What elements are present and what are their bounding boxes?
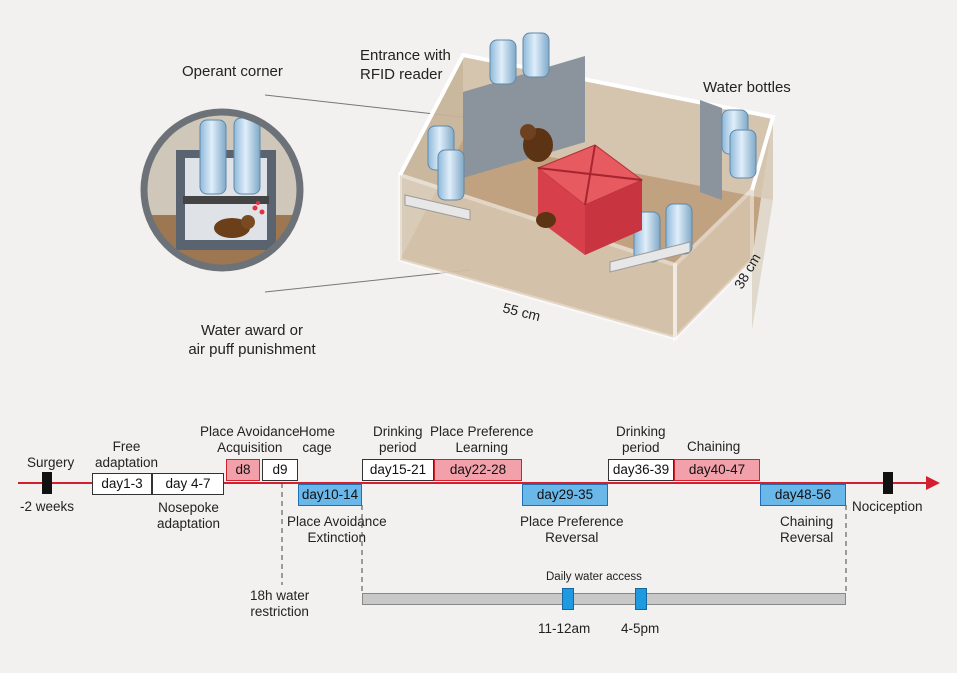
pp-learning-line-1: Place Preference [430,424,534,439]
pp-learning-line-2: Learning [455,440,509,455]
water-bottles-label: Water bottles [703,79,791,96]
pa-acquisition-label: Place Avoidance Acquisition [200,424,300,456]
drinking-2-line-1: Drinking [616,424,666,439]
surgery-marker [42,472,52,494]
pa-extinction-label: Place Avoidance Extinction [287,514,387,546]
nosepoke-line-2: adaptation [157,516,221,531]
reward-label: Water award or air puff punishment [162,321,342,359]
nociception-label: Nociception [852,499,923,514]
entrance-line-2: RFID reader [360,66,443,83]
drinking-1-line-2: period [379,440,417,455]
home-cage-label: Home cage [299,424,335,456]
operant-corner-zoom [140,108,304,272]
box-d8: d8 [226,459,260,481]
nosepoke-line-1: Nosepoke [158,500,219,515]
access-time-2-label: 4-5pm [621,621,660,636]
free-adaptation-label: Free adaptation [95,439,158,471]
free-adaptation-line-2: adaptation [95,455,159,470]
drinking-period-2-label: Drinking period [616,424,666,456]
home-cage-line-1: Home [299,424,336,439]
operant-corner-label: Operant corner [182,63,283,80]
box-day48-56: day48-56 [760,484,846,506]
free-adaptation-line-1: Free [112,439,141,454]
pp-reversal-label: Place Preference Reversal [520,514,624,546]
water-restriction-line-2: restriction [250,604,309,619]
box-day36-39: day36-39 [608,459,674,481]
surgery-label: Surgery [27,455,75,470]
cage-box: 55 cm 38 cm [398,32,776,343]
pp-reversal-line-2: Reversal [545,530,599,545]
daily-water-label: Daily water access [546,571,642,583]
box-day4-7: day 4-7 [152,473,224,495]
pa-acquisition-line-1: Place Avoidance [200,424,300,439]
daily-water-access-bar [362,593,846,605]
drinking-1-line-1: Drinking [373,424,423,439]
drinking-2-line-2: period [622,440,660,455]
pa-acquisition-line-2: Acquisition [217,440,283,455]
timeline-arrowhead [926,476,940,490]
entrance-label: Entrance with RFID reader [360,46,451,84]
nociception-marker [883,472,893,494]
water-restriction-line-1: 18h water [250,588,310,603]
drinking-period-1-label: Drinking period [373,424,423,456]
chaining-label: Chaining [687,439,741,454]
box-d9: d9 [262,459,298,481]
water-restriction-label: 18h water restriction [250,588,309,620]
access-slot-afternoon [635,588,647,610]
zoom-line-bottom [264,269,471,293]
pa-extinction-line-1: Place Avoidance [287,514,387,529]
box-day1-3: day1-3 [92,473,152,495]
pp-learning-label: Place Preference Learning [430,424,534,456]
surgery-time-label: -2 weeks [20,499,75,514]
box-day40-47: day40-47 [674,459,760,481]
chaining-reversal-line-1: Chaining [780,514,834,529]
pa-extinction-line-2: Extinction [307,530,367,545]
home-cage-line-2: cage [302,440,332,455]
chaining-reversal-line-2: Reversal [780,530,834,545]
access-time-1-label: 11-12am [538,621,591,636]
box-day15-21: day15-21 [362,459,434,481]
reward-line-2: air puff punishment [188,341,316,358]
access-slot-morning [562,588,574,610]
box-day10-14: day10-14 [298,484,362,506]
reward-line-1: Water award or [201,322,303,339]
box-day22-28: day22-28 [434,459,522,481]
cage-illustration: 55 cm 38 cm [140,32,776,343]
chaining-reversal-label: Chaining Reversal [780,514,833,546]
entrance-line-1: Entrance with [360,47,451,64]
nosepoke-adaptation-label: Nosepoke adaptation [157,500,220,532]
box-day29-35: day29-35 [522,484,608,506]
pp-reversal-line-1: Place Preference [520,514,624,529]
